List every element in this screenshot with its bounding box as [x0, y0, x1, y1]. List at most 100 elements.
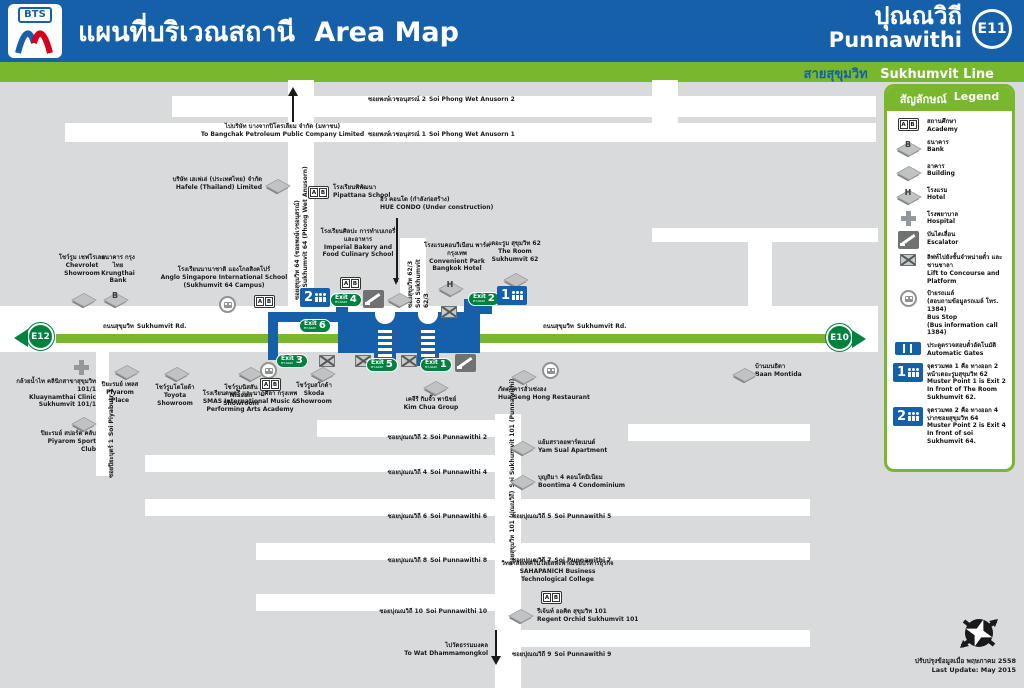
- soi-punnawithi-10-label-th: ซอยปุณณวิถี 10: [379, 608, 423, 615]
- soi-punnawithi-5-label-th: ซอยปุณณวิถี 5: [512, 513, 552, 520]
- road-phong-wet-anusorn-1: [65, 123, 876, 142]
- road-east-upper: [652, 228, 878, 242]
- hospital-icon: [74, 360, 89, 375]
- road-soi-punnawithi-9: [521, 630, 810, 647]
- people-icon: [315, 293, 326, 302]
- exit-word-th: ทางออก: [335, 300, 348, 305]
- exit-number: 1: [439, 359, 447, 370]
- to-bangchak-label-th: ไปบริษัท บางจากปิโตรเลียม จำกัด (มหาชน): [224, 123, 341, 130]
- hue-condo-label: ฮิว คอนโด (กำลังก่อสร้าง)HUE CONDO (Unde…: [380, 196, 570, 212]
- exit-number: 6: [318, 320, 326, 331]
- soi-punnawithi-6-label-th: ซอยปุณณวิถี 6: [387, 513, 428, 520]
- road-soi-punnawithi-6: [145, 499, 497, 516]
- soi-punnawithi-4-label-th: ซอยปุณณวิถี 4: [387, 469, 428, 476]
- sahapanich-college-label-th: วิทยาลัยเทคโนโลยีสหะพาณิชย์บริหารธุรกิจ: [501, 560, 614, 567]
- the-room-label-en: The Room Sukhumvit 62: [491, 247, 539, 263]
- building-icon: [264, 176, 290, 195]
- legend-text-th: ลิฟท์ไปยังชั้นจำหน่ายตั๋ว และชานชาลา: [927, 254, 1003, 269]
- compass-icon: [960, 619, 998, 648]
- legend-text-en: Academy: [927, 125, 958, 133]
- road-soi-punnawithi-10: [256, 594, 497, 611]
- soi-sukhumvit-64-label-en: Soi Sukhumvit 64 (Phong Wet Anusorn): [301, 166, 309, 300]
- bank-legend-icon: B: [894, 139, 922, 158]
- exit-word-en: Exit: [473, 293, 486, 301]
- kim-chua-group-label-th: เคจีรี กิมจั๊ว พานิชย์: [405, 396, 457, 403]
- muster-point-icon: 2: [893, 406, 923, 426]
- exit-number: 2: [487, 293, 495, 304]
- pipattana-school-label-th: โรงเรียนพิพัฒนา: [333, 184, 377, 191]
- legend-text-en: Automatic Gates: [927, 349, 984, 357]
- road-east-a: [628, 424, 810, 441]
- kluaynamthai-clinic-label-en: Kluaynamthai Clinic Sukhumvit 101/1: [28, 393, 96, 409]
- legend-item-text: จุดรวมพล 1 คือ ทางออก 2 หน้าเดอะรูมสุขุม…: [927, 363, 1009, 402]
- building-icon: [895, 163, 921, 182]
- boontima-condo-label-en: Boontima 4 Condominium: [538, 481, 626, 489]
- hospital-legend-icon: [894, 210, 922, 226]
- exit-word-en: Exit: [335, 294, 348, 302]
- bts-logo-swoosh: [15, 30, 53, 54]
- bus-icon: [542, 362, 559, 379]
- soi-punnawithi-8-label-en: Soi Punnawithi 8: [430, 557, 487, 564]
- anglo-singapore-label-en: Anglo Singapore International School (Su…: [160, 273, 288, 289]
- boontima-condo-label-th: บุญถิมา 4 คอนโดมิเนียม: [538, 474, 603, 481]
- krungthai-bank-label-th: ธนาคาร กรุงไทย: [101, 254, 135, 269]
- chevrolet-showroom-label-th: โชว์รูม เชฟโรเลต: [58, 254, 106, 261]
- building-icon: [422, 378, 448, 397]
- hospital-icon: [900, 210, 916, 226]
- imperial-bakery-label-th: โรงเรียนศิลปะ การทำเบเกอรี่ และอาหาร: [320, 228, 396, 243]
- legend-text-en: Building: [927, 170, 955, 178]
- skoda-showroom-label-th: โชว์รูมสโกด้า: [296, 382, 332, 389]
- imperial-bakery-label-en: Imperial Bakery and Food Culinary School: [322, 243, 394, 259]
- road-soi-punnawithi-7: [521, 543, 810, 560]
- legend-text-th: จุดรวมพล 2 คือ ทางออก 4 ปากซอยสุขุมวิท 6…: [927, 406, 999, 422]
- hua-seng-hong-label-en: Hua Seng Hong Restaurant: [498, 393, 590, 401]
- road-soi-sukhumvit-101: [495, 414, 521, 688]
- gates-legend-icon: [894, 342, 922, 356]
- nissan-showroom-label-th: โชว์รูมนิสสัน: [224, 384, 258, 391]
- legend-title-th: สัญลักษณ์: [899, 93, 947, 106]
- to-bangchak-label: ไปบริษัท บางจากปิโตรเลียม จำกัด (มหาชน)T…: [200, 123, 365, 139]
- arrow-to-wat: [491, 630, 501, 665]
- hue-condo-label-en: HUE CONDO (Under construction): [380, 203, 494, 211]
- sukhumvit-rd-east-label-th: ถนนสุขุมวิท: [543, 323, 574, 330]
- legend-text-th: บันไดเลื่อน: [927, 231, 956, 239]
- baan-montida-label-en: Baan Montida: [755, 370, 802, 378]
- legend-text-th: ประตูตรวจสอบตั๋วอัตโนมัติ: [927, 342, 997, 350]
- muster-legend-icon: 1: [893, 362, 923, 382]
- hue-condo-pointer: [393, 218, 399, 285]
- legend-text-en: Lift to Concourse and Platform: [927, 269, 1000, 285]
- soi-phong-wet-anusorn-2-label-th: ซอยพงษ์เวชอนุสรณ์ 2: [368, 96, 426, 103]
- legend-item-automatic: ประตูตรวจสอบตั๋วอัตโนมัติAutomatic Gates: [894, 342, 1009, 358]
- building-icon: [309, 364, 335, 383]
- station-main: [338, 312, 480, 353]
- hafele-label-th: บริษัท เฮเฟเล่ (ประเทศไทย) จำกัด: [172, 176, 262, 183]
- building-icon: [386, 290, 412, 309]
- soi-punnawithi-10-label-en: Soi Punnawithi 10: [425, 608, 487, 615]
- piyarom-place-label-en: Piyarom Place: [106, 388, 134, 404]
- soi-piyabutr-1-label-th: ซอยปิยะบุตร์ 1: [108, 439, 115, 478]
- legend-title-en: Legend: [953, 90, 1000, 103]
- station-stairs-west: [378, 330, 392, 364]
